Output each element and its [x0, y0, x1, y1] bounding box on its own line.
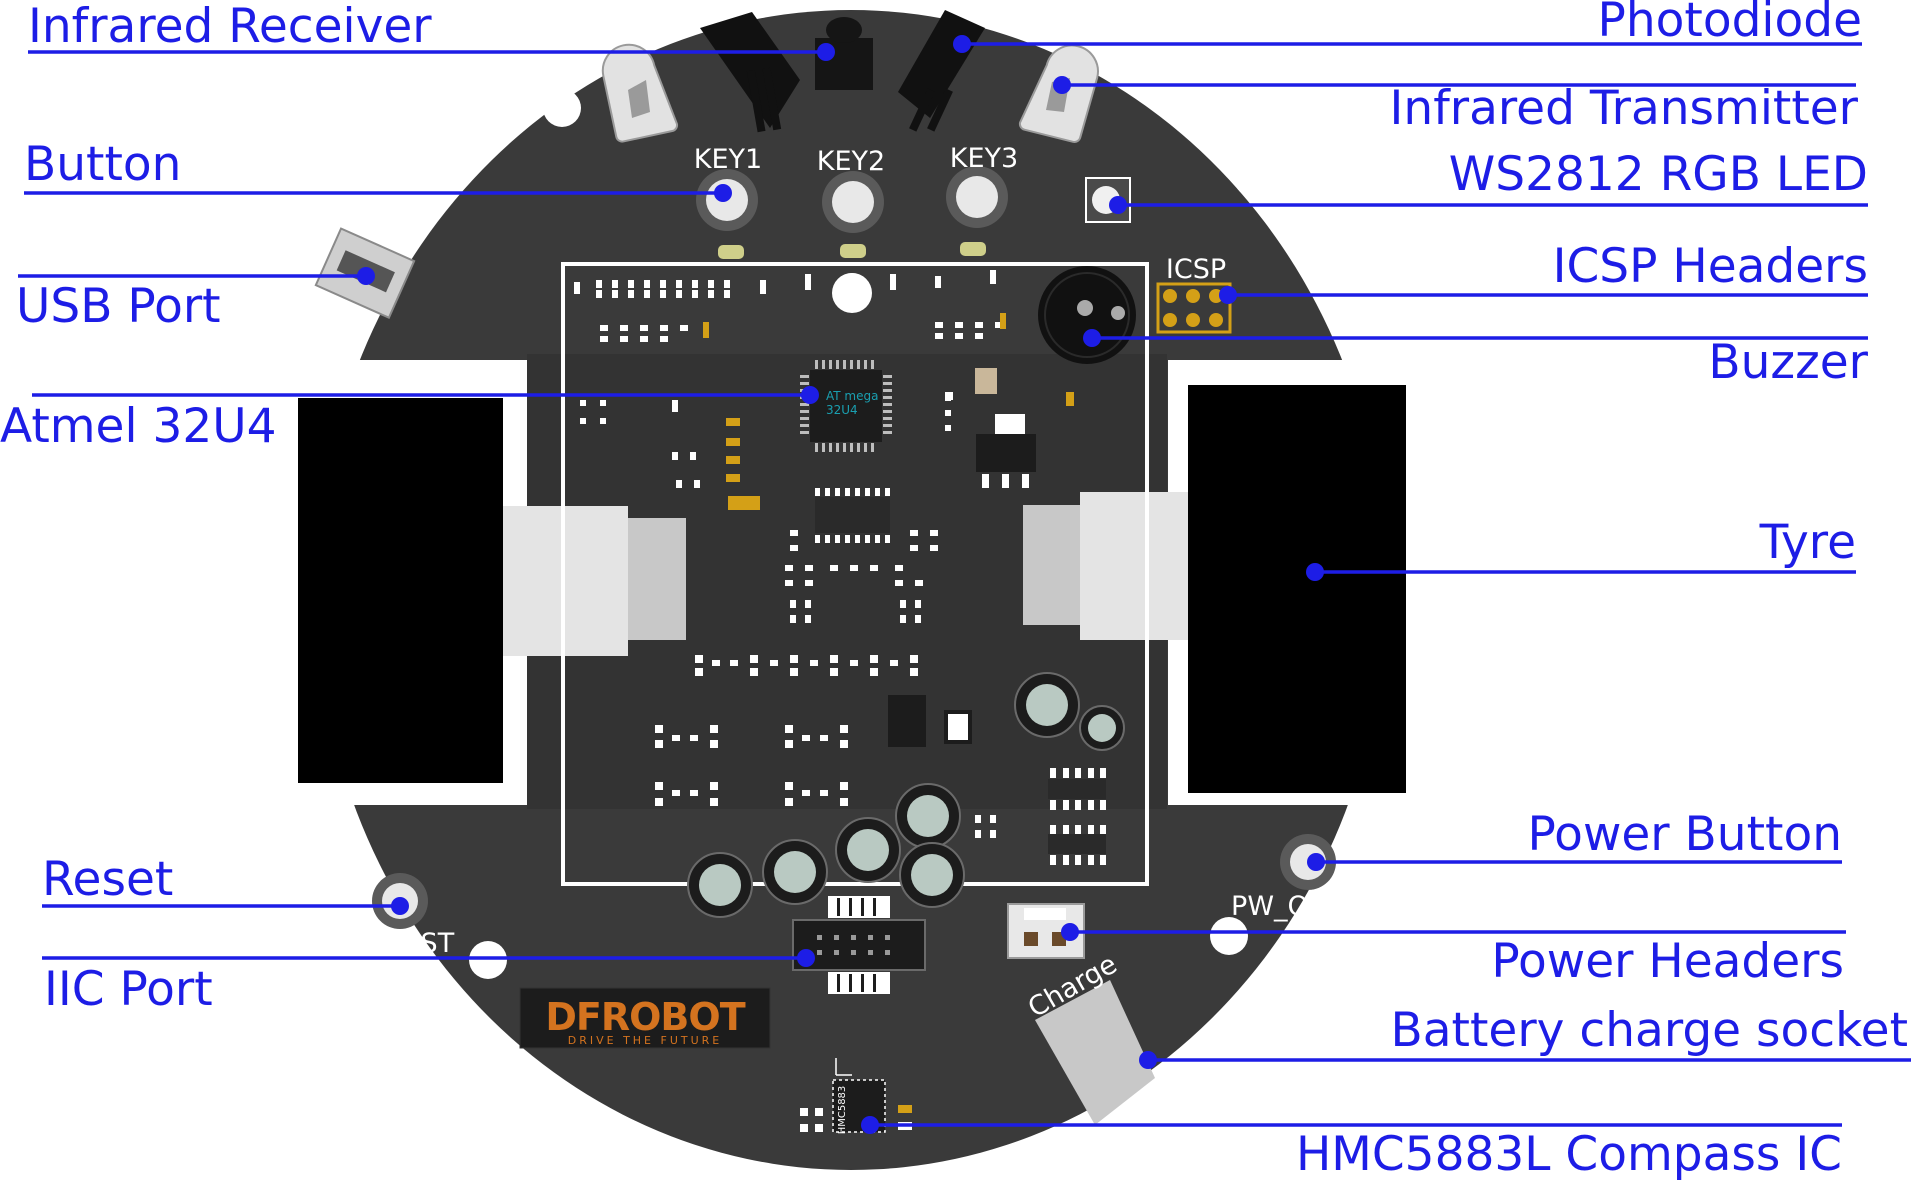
left-hub-inner: [628, 518, 686, 640]
status-led: [832, 273, 872, 313]
label-buzzer: Buzzer: [1708, 335, 1868, 390]
label-power-button: Power Button: [1528, 807, 1842, 862]
left-hub: [503, 506, 628, 656]
label-infrared-transmitter: Infrared Transmitter: [1390, 81, 1859, 136]
label-icsp-headers: ICSP Headers: [1553, 239, 1868, 294]
label-usb-port: USB Port: [16, 279, 221, 334]
icsp-label: ICSP: [1166, 254, 1226, 285]
label-power-headers: Power Headers: [1491, 934, 1844, 989]
ic-small-2: [1048, 834, 1106, 854]
rst-label: RST: [402, 928, 455, 959]
key1-label: KEY1: [694, 144, 762, 175]
pw-on-label: PW_ON: [1231, 891, 1329, 922]
mount-hole: [1210, 917, 1248, 955]
label-button: Button: [24, 137, 181, 192]
key3-label: KEY3: [950, 143, 1018, 174]
label-compass: HMC5883L Compass IC: [1296, 1127, 1842, 1182]
left-tyre: [298, 398, 503, 783]
compass-chip-label: HMC5883: [837, 1086, 848, 1135]
logo-tagline: DRIVE THE FUTURE: [568, 1034, 723, 1047]
label-tyre: Tyre: [1759, 515, 1856, 570]
right-hub-inner: [1023, 505, 1080, 625]
label-iic-port: IIC Port: [44, 962, 213, 1017]
chip-label-1: AT mega: [826, 389, 878, 403]
buzzer: [1038, 266, 1136, 364]
crystal: [975, 368, 997, 394]
ic-small-1: [1048, 779, 1106, 799]
label-ws2812: WS2812 RGB LED: [1449, 147, 1868, 202]
driver-ic: [815, 497, 890, 533]
label-battery-socket: Battery charge socket: [1391, 1003, 1908, 1058]
mount-hole: [543, 89, 581, 127]
label-atmel: Atmel 32U4: [0, 399, 277, 454]
logo-main: DFROBOT: [545, 995, 745, 1039]
right-hub: [1080, 492, 1188, 640]
label-photodiode: Photodiode: [1598, 0, 1862, 48]
mount-hole: [1234, 159, 1272, 197]
icsp-header: ICSP: [1158, 254, 1230, 332]
dfrobot-logo: DFROBOT DRIVE THE FUTURE: [520, 988, 770, 1048]
label-reset: Reset: [42, 852, 173, 907]
key2-label: KEY2: [817, 146, 885, 177]
atmel-chip: AT mega 32U4: [800, 360, 892, 452]
mount-hole: [469, 941, 507, 979]
label-infrared-receiver: Infrared Receiver: [28, 0, 432, 54]
chip-label-2: 32U4: [826, 403, 858, 417]
right-tyre: [1188, 385, 1406, 793]
